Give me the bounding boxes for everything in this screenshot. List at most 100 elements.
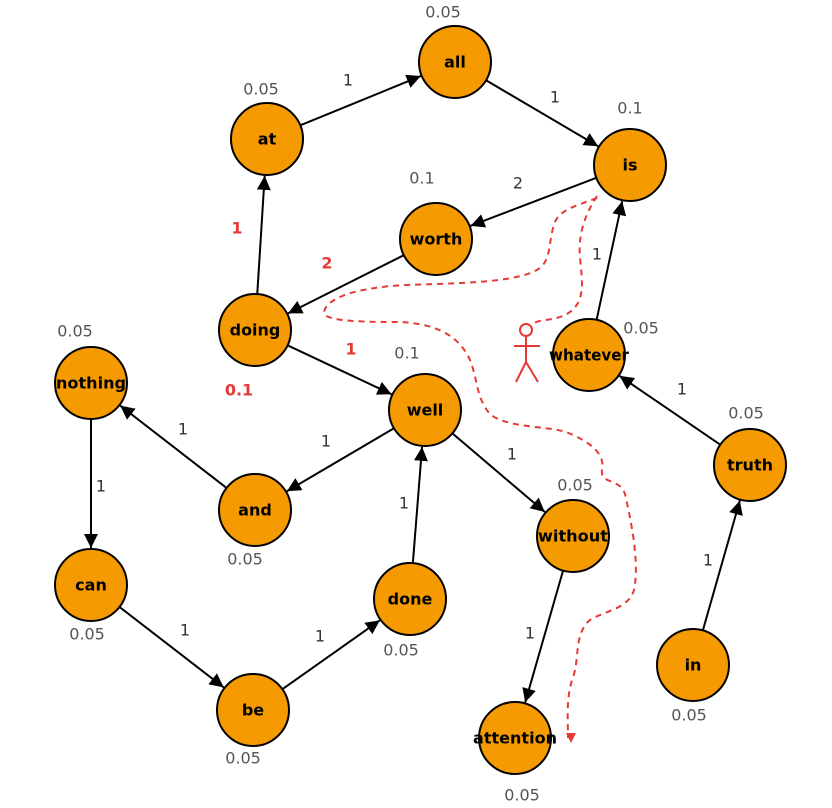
node-label-done: done: [388, 590, 433, 609]
node-is[interactable]: is: [593, 128, 667, 202]
walker-person-icon: [514, 323, 540, 383]
edge-done-to-well: [411, 446, 428, 564]
edge-doing-to-at: [256, 175, 271, 295]
node-prob-whatever: 0.05: [623, 319, 659, 338]
node-prob-in: 0.05: [671, 706, 707, 725]
node-circle-well[interactable]: [388, 373, 462, 447]
node-can[interactable]: can: [54, 548, 128, 622]
node-prob-can: 0.05: [69, 625, 105, 644]
edge-weight-at-to-all: 1: [343, 71, 353, 90]
edge-weight-is-to-worth: 2: [513, 174, 523, 193]
node-label-well: well: [407, 401, 444, 420]
edge-all-to-is: [485, 79, 599, 148]
node-prob-attention: 0.05: [504, 786, 540, 805]
edge-weight-well-to-and: 1: [321, 432, 331, 451]
node-nothing[interactable]: nothing: [54, 346, 128, 420]
node-prob-well: 0.1: [394, 344, 419, 363]
edge-weight-worth-to-doing: 2: [321, 254, 332, 273]
node-label-can: can: [75, 576, 107, 595]
node-layer: all 0.05 at 0.05 is 0.1 worth 0.1 doing 0.1 whatev…: [54, 3, 787, 805]
edge-and-to-nothing: [119, 404, 228, 489]
node-circle-doing[interactable]: [218, 293, 292, 367]
edge-without-to-attention: [522, 570, 565, 703]
edge-whatever-to-is: [595, 200, 627, 321]
node-label-doing: doing: [230, 321, 281, 340]
node-circle-all[interactable]: [418, 25, 492, 99]
node-label-in: in: [685, 656, 702, 675]
node-label-whatever: whatever: [549, 346, 629, 365]
node-and[interactable]: and: [218, 473, 292, 547]
edge-worth-to-doing: [287, 254, 405, 315]
node-without[interactable]: without: [536, 499, 610, 573]
edge-well-to-and: [286, 427, 395, 493]
node-circle-is[interactable]: [593, 128, 667, 202]
edge-is-to-worth: [470, 176, 597, 228]
node-label-and: and: [238, 501, 272, 520]
edge-weight-whatever-to-is: 1: [592, 245, 602, 264]
node-done[interactable]: done: [373, 562, 447, 636]
node-be[interactable]: be: [216, 673, 290, 747]
edge-weight-all-to-is: 1: [550, 88, 560, 107]
edge-weight-doing-to-well: 1: [345, 340, 356, 359]
node-prob-all: 0.05: [425, 3, 461, 22]
node-label-at: at: [258, 130, 277, 149]
edge-be-to-done: [281, 619, 381, 691]
walk-path-layer: [323, 195, 637, 743]
edge-weight-can-to-be: 1: [180, 621, 190, 640]
random-walk-path-segment: [532, 195, 598, 325]
node-doing[interactable]: doing: [218, 293, 292, 367]
node-prob-worth: 0.1: [409, 169, 434, 188]
node-label-all: all: [444, 53, 466, 72]
node-worth[interactable]: worth: [399, 202, 473, 276]
node-truth[interactable]: truth: [713, 428, 787, 502]
node-prob-doing: 0.1: [225, 381, 253, 400]
node-attention[interactable]: attention: [473, 701, 557, 775]
node-prob-is: 0.1: [617, 99, 642, 118]
random-walk-path: [323, 197, 637, 743]
node-label-is: is: [622, 156, 637, 175]
node-prob-nothing: 0.05: [57, 322, 93, 341]
node-label-without: without: [538, 527, 608, 546]
node-prob-be: 0.05: [225, 749, 261, 768]
node-whatever[interactable]: whatever: [549, 318, 629, 392]
node-circle-and[interactable]: [218, 473, 292, 547]
edge-weight-be-to-done: 1: [315, 627, 325, 646]
edge-weight-done-to-well: 1: [399, 494, 409, 513]
node-label-attention: attention: [473, 729, 557, 748]
node-at[interactable]: at: [230, 102, 304, 176]
node-circle-in[interactable]: [656, 628, 730, 702]
edge-weight-without-to-attention: 1: [525, 624, 535, 643]
node-label-worth: worth: [410, 230, 463, 249]
node-circle-be[interactable]: [216, 673, 290, 747]
edge-truth-to-whatever: [618, 375, 721, 446]
node-circle-worth[interactable]: [399, 202, 473, 276]
node-in[interactable]: in: [656, 628, 730, 702]
node-circle-can[interactable]: [54, 548, 128, 622]
node-label-truth: truth: [727, 456, 773, 475]
node-circle-at[interactable]: [230, 102, 304, 176]
node-circle-attention[interactable]: [478, 701, 552, 775]
edge-in-to-truth: [701, 500, 743, 631]
node-prob-and: 0.05: [227, 550, 263, 569]
edge-weight-well-to-without: 1: [507, 445, 517, 464]
edge-doing-to-well: [287, 344, 392, 396]
edge-weight-nothing-to-can: 1: [96, 477, 106, 496]
edge-weight-in-to-truth: 1: [703, 551, 713, 570]
node-label-be: be: [242, 701, 264, 720]
node-prob-done: 0.05: [383, 641, 419, 660]
node-circle-nothing[interactable]: [54, 346, 128, 420]
node-well[interactable]: well: [388, 373, 462, 447]
edge-weight-truth-to-whatever: 1: [677, 380, 687, 399]
node-circle-without[interactable]: [536, 499, 610, 573]
edge-can-to-be: [118, 606, 225, 689]
edge-well-to-without: [451, 432, 546, 513]
node-circle-whatever[interactable]: [552, 318, 626, 392]
node-circle-truth[interactable]: [713, 428, 787, 502]
node-prob-without: 0.05: [557, 476, 593, 495]
node-label-nothing: nothing: [56, 374, 126, 393]
node-prob-at: 0.05: [243, 80, 279, 99]
node-all[interactable]: all: [418, 25, 492, 99]
node-circle-done[interactable]: [373, 562, 447, 636]
